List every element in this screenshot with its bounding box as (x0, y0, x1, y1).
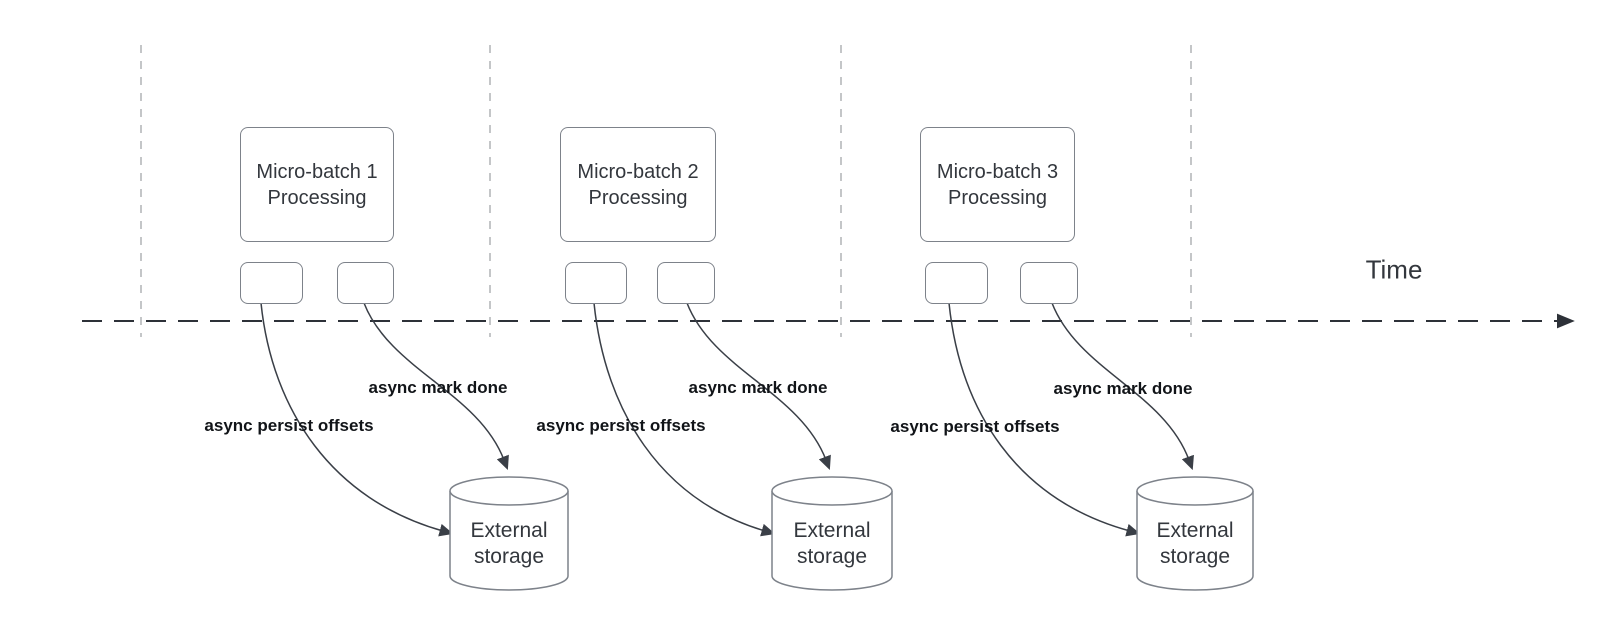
mark-done-task-box (337, 262, 394, 304)
async-mark-done-label: async mark done (1053, 379, 1193, 398)
external-storage-label-line2: storage (473, 545, 545, 568)
external-storage-label-line2: storage (796, 545, 868, 568)
external-storage-cylinder (449, 476, 569, 591)
persist-offsets-task-box (240, 262, 303, 304)
external-storage-label-line2: storage (1159, 545, 1231, 568)
micro-batch-1-processing-box: Micro-batch 1 Processing (240, 127, 394, 242)
micro-batch-title-line2: Processing (588, 186, 688, 209)
micro-batch-3-processing-box: Micro-batch 3 Processing (920, 127, 1075, 242)
persist-offsets-task-box (565, 262, 627, 304)
persist-offsets-task-box (925, 262, 988, 304)
async-persist-offsets-label: async persist offsets (204, 416, 374, 435)
async-persist-offsets-label: async persist offsets (890, 417, 1060, 436)
micro-batch-title-line2: Processing (267, 186, 367, 209)
external-storage-label: External storage (450, 502, 568, 586)
external-storage-label-line1: External (470, 519, 548, 542)
async-mark-done-arrow (363, 302, 509, 471)
mark-done-task-box (1020, 262, 1078, 304)
external-storage-label: External storage (772, 502, 892, 586)
micro-batch-title-line1: Micro-batch 3 (936, 160, 1059, 183)
external-storage-label-line1: External (793, 519, 871, 542)
external-storage-label: External storage (1137, 502, 1253, 586)
external-storage-cylinder (771, 476, 893, 591)
async-mark-done-arrow (1051, 302, 1194, 471)
external-storage-cylinder (1136, 476, 1254, 591)
time-axis-label: Time (1365, 254, 1423, 285)
async-persist-offsets-arrow (260, 302, 454, 537)
async-persist-offsets-arrow (593, 302, 776, 537)
micro-batch-title-line1: Micro-batch 1 (256, 160, 378, 183)
async-mark-done-label: async mark done (688, 378, 828, 397)
async-mark-done-label: async mark done (368, 378, 508, 397)
micro-batch-title-line2: Processing (948, 186, 1047, 209)
micro-batch-2-processing-box: Micro-batch 2 Processing (560, 127, 716, 242)
mark-done-task-box (657, 262, 715, 304)
async-persist-offsets-arrow (948, 302, 1141, 537)
micro-batch-title-line1: Micro-batch 2 (577, 160, 699, 183)
async-mark-done-arrow (686, 302, 831, 471)
async-persist-offsets-label: async persist offsets (536, 416, 706, 435)
external-storage-label-line1: External (1156, 519, 1234, 542)
